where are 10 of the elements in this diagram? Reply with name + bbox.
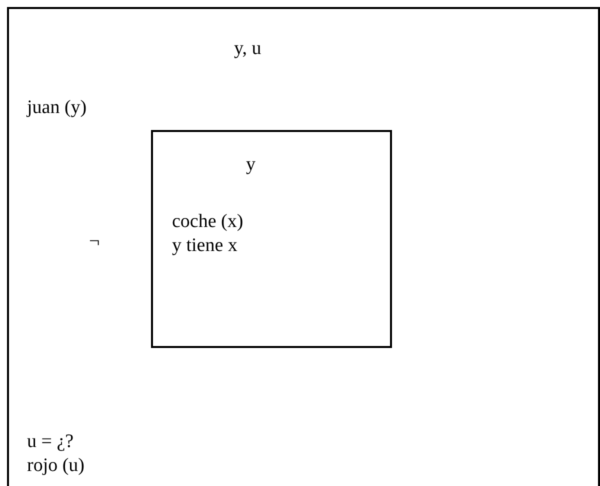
variable-list: y xyxy=(246,154,256,176)
condition-text: rojo (u) xyxy=(27,455,85,477)
drs-box xyxy=(151,130,392,348)
condition-text: coche (x) xyxy=(172,211,244,233)
condition-text: juan (y) xyxy=(27,97,87,119)
condition-text: u = ¿? xyxy=(27,431,74,453)
negation-symbol: ¬ xyxy=(89,231,100,253)
variable-list: y, u xyxy=(234,38,262,60)
drs-box xyxy=(7,7,600,486)
condition-text: y tiene x xyxy=(172,235,238,257)
